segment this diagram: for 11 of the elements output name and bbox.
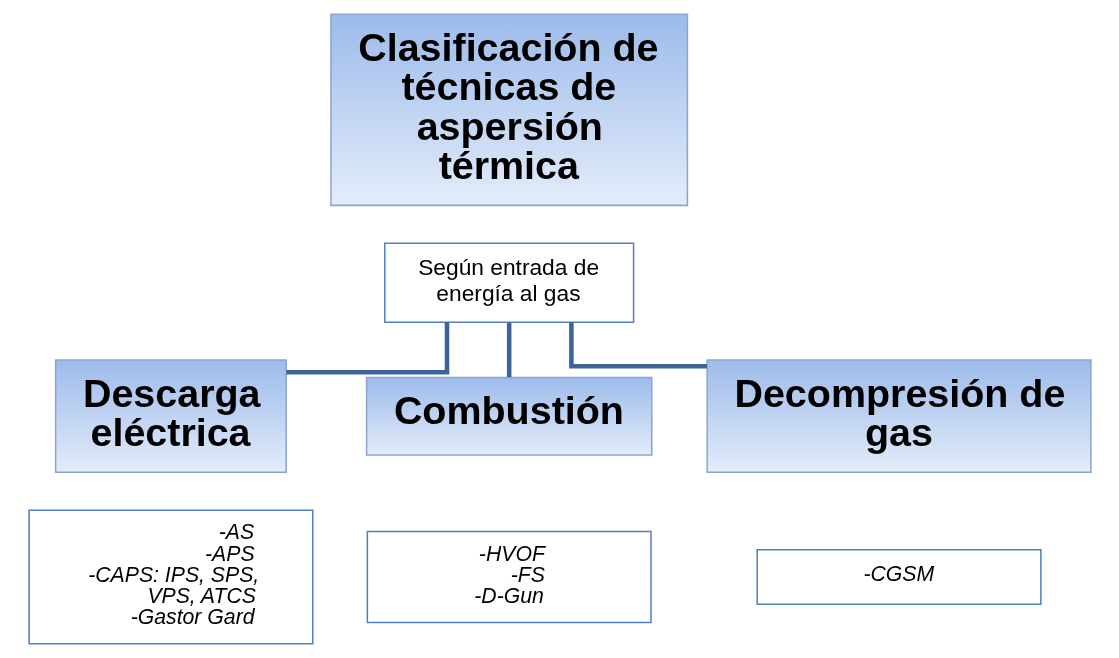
node-box: Según entrada de energía al gas <box>383 242 634 323</box>
node-box: -AS -APS -CAPS: IPS, SPS, VPS, ATCS -Gastor Gard <box>27 509 313 645</box>
node-box: Combustión <box>365 376 653 456</box>
connector <box>285 322 449 375</box>
connector <box>506 322 511 378</box>
node-box: Clasificación de técnicas de aspersión térmica <box>329 13 688 207</box>
node-box: Descarga eléctrica <box>54 359 287 474</box>
node-box: -CGSM <box>755 548 1042 606</box>
node-box: -HVOF -FS -D-Gun <box>366 530 652 624</box>
node-box: Decompresión de gas <box>705 359 1092 474</box>
connector <box>568 322 707 369</box>
